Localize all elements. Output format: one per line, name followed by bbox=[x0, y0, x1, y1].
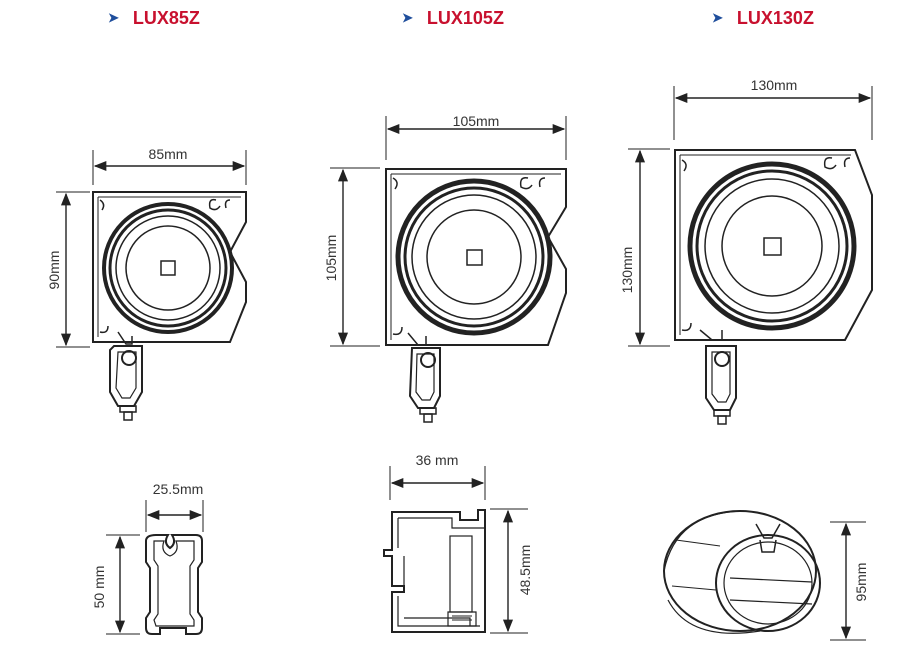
title-lux105z-label: LUX105Z bbox=[426, 8, 504, 28]
title-lux130z-label: LUX130Z bbox=[736, 8, 814, 28]
arrow-icon: ➤ bbox=[402, 10, 413, 25]
title-lux85z: ➤ LUX85Z bbox=[108, 8, 200, 29]
lux105z-drawing: 105mm 105mm bbox=[323, 113, 567, 423]
arrow-icon: ➤ bbox=[712, 10, 723, 25]
lux85z-height-label: 90mm bbox=[46, 251, 62, 290]
adapter-drawing: 95mm bbox=[663, 510, 869, 641]
lux85z-drawing: 85mm 90mm bbox=[46, 146, 247, 421]
lux130z-height-label: 130mm bbox=[619, 247, 635, 294]
adapter-height-label: 95mm bbox=[853, 563, 869, 602]
lux105z-width-label: 105mm bbox=[453, 113, 500, 129]
lux130z-width-label: 130mm bbox=[751, 77, 798, 93]
guide-profile-drawing: 36 mm 48.5mm bbox=[383, 452, 533, 634]
bar-height-label: 50 mm bbox=[91, 566, 107, 609]
title-lux85z-label: LUX85Z bbox=[132, 8, 200, 28]
guide-width-label: 36 mm bbox=[416, 452, 459, 468]
arrow-icon: ➤ bbox=[108, 10, 119, 25]
bar-width-label: 25.5mm bbox=[153, 481, 204, 497]
lux130z-drawing: 130mm 130mm bbox=[619, 77, 873, 425]
lux105z-height-label: 105mm bbox=[323, 235, 339, 282]
guide-height-label: 48.5mm bbox=[517, 545, 533, 596]
bar-profile-drawing: 25.5mm 50 mm bbox=[91, 481, 204, 635]
title-lux130z: ➤ LUX130Z bbox=[712, 8, 814, 29]
title-lux105z: ➤ LUX105Z bbox=[402, 8, 504, 29]
lux85z-width-label: 85mm bbox=[149, 146, 188, 162]
